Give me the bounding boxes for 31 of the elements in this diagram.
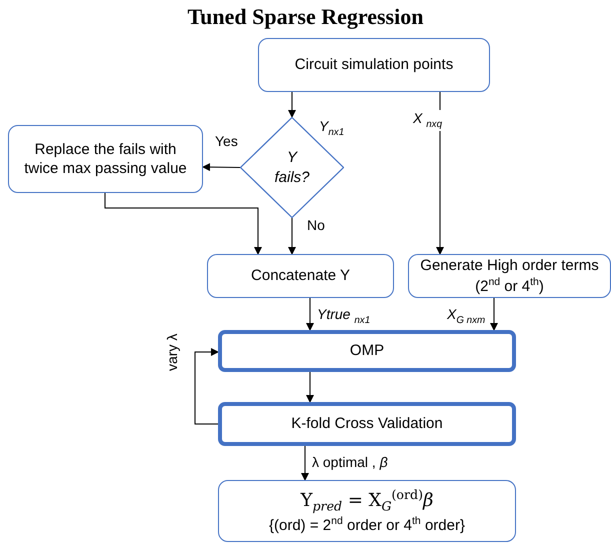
arrow <box>306 372 314 403</box>
edge-label: vary λ <box>164 332 181 372</box>
process-box <box>218 402 516 446</box>
node-text: Circuit simulation points <box>294 55 454 75</box>
arrow <box>288 218 296 255</box>
node-text: {(ord) = 2$^{nd}$ order or 4$^{th}$ order} <box>269 514 465 536</box>
node-text: Concatenate Y <box>251 266 350 286</box>
arrow <box>202 163 240 172</box>
arrow <box>104 192 262 255</box>
decision-diamond <box>240 117 344 218</box>
arrow <box>194 348 219 424</box>
process-box <box>408 254 611 298</box>
node-text: K-fold Cross Validation <box>291 414 443 434</box>
process-box <box>218 480 516 542</box>
node-text: OMP <box>350 341 384 361</box>
edge-label: λ optimal , β <box>311 454 389 471</box>
node-text: Y fails? <box>273 148 311 187</box>
process-box <box>8 125 203 193</box>
arrow <box>436 92 444 255</box>
process-box <box>258 38 490 92</box>
node-text: Generate High order terms (2$^{nd}$ or 4$^{th}$) <box>419 256 600 296</box>
node-text: Replace the fails with twice max passing value <box>23 140 188 178</box>
arrow <box>490 298 498 331</box>
arrow <box>301 446 309 481</box>
arrow <box>288 92 296 118</box>
diagram-title: Tuned Sparse Regression <box>186 4 424 30</box>
edge-label: X $_{nxq}$ <box>412 110 444 131</box>
process-box <box>218 330 516 372</box>
process-box <box>207 254 394 298</box>
arrow <box>306 298 314 331</box>
node-text: Y$_{pred}$ = X$_{G}$$^{(ord)}$β <box>300 486 434 515</box>
